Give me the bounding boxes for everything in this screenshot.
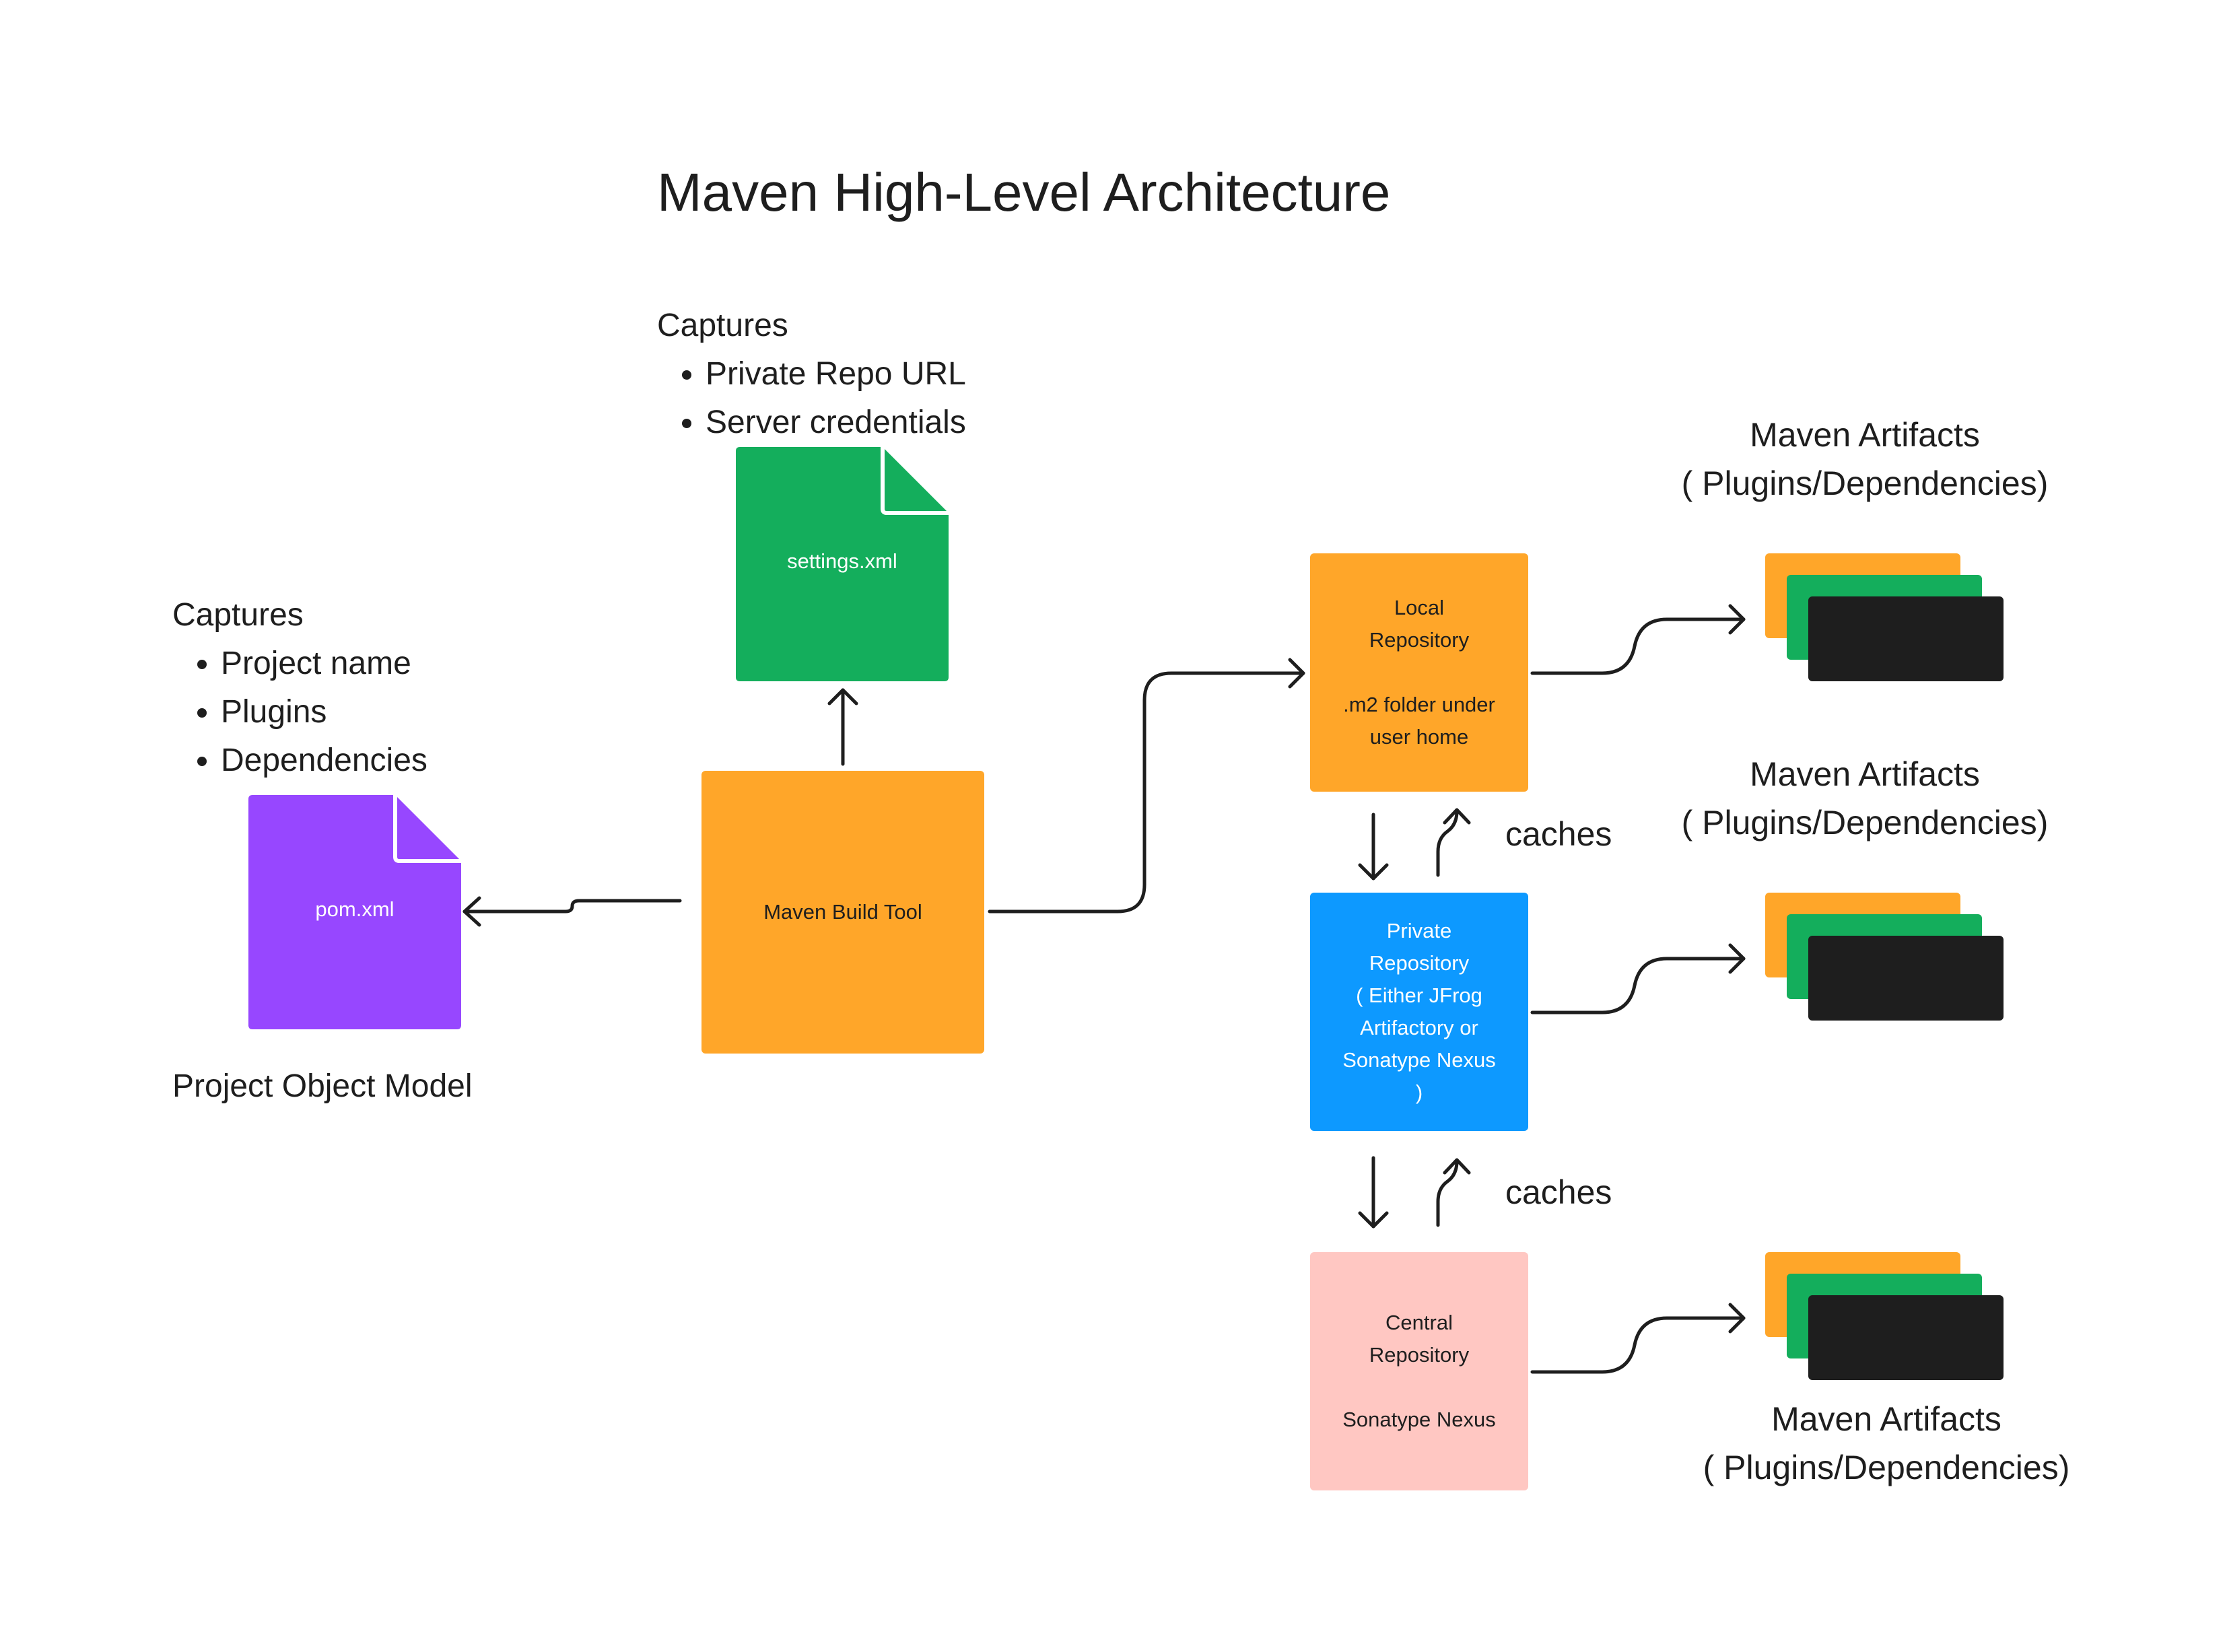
- artifacts-label-line: ( Plugins/Dependencies): [1681, 464, 2049, 502]
- settings-xml-label: settings.xml: [787, 549, 897, 573]
- caches-label: caches: [1505, 815, 1612, 853]
- arrowhead: [463, 896, 481, 927]
- central-repository-node[interactable]: Central Repository Sonatype Nexus: [1310, 1252, 1528, 1490]
- local-repository-line: .m2 folder under: [1343, 693, 1495, 716]
- arrowhead: [1443, 1158, 1471, 1175]
- document-icon: [736, 447, 949, 681]
- list-item: Server credentials: [706, 399, 966, 447]
- settings-xml-document[interactable]: settings.xml: [736, 447, 949, 681]
- artifacts-label-line: Maven Artifacts: [1750, 416, 1980, 454]
- pom-xml-label: pom.xml: [315, 897, 395, 921]
- arrowhead: [1443, 808, 1471, 825]
- connector-build-to-local: [988, 671, 1305, 914]
- connector-build-to-pom: [463, 899, 682, 914]
- settings-captures-heading: Captures: [657, 308, 788, 343]
- local-repository-node[interactable]: Local Repository .m2 folder under user h…: [1310, 553, 1528, 792]
- artifacts-label-local: Maven Artifacts ( Plugins/Dependencies): [1649, 411, 2080, 508]
- arrowhead: [1728, 943, 1746, 974]
- pom-captures-list: Project name Plugins Dependencies: [172, 640, 427, 785]
- central-repository-line: Sonatype Nexus: [1342, 1408, 1496, 1431]
- pom-captures-note: Captures Project name Plugins Dependenci…: [172, 591, 427, 785]
- arrowhead: [1288, 658, 1305, 689]
- connector-local-to-artifacts: [1530, 617, 1746, 675]
- arrowhead: [1358, 863, 1389, 881]
- central-repository-line: Central: [1385, 1311, 1453, 1334]
- artifact-card: [1808, 1295, 2004, 1380]
- document-icon: [248, 795, 461, 1029]
- artifact-stack-central: [1765, 1252, 2006, 1384]
- private-repository-line: ( Either JFrog: [1356, 984, 1482, 1007]
- arrowhead: [1358, 1211, 1389, 1229]
- central-repository-line: Repository: [1369, 1343, 1470, 1367]
- private-repository-line: Private: [1386, 919, 1452, 942]
- list-item: Project name: [221, 640, 427, 688]
- list-item: Private Repo URL: [706, 350, 966, 399]
- diagram-title: Maven High-Level Architecture: [657, 162, 1391, 222]
- settings-captures-list: Private Repo URL Server credentials: [657, 350, 966, 447]
- pom-xml-document[interactable]: pom.xml: [248, 795, 461, 1029]
- artifacts-label-central: Maven Artifacts ( Plugins/Dependencies): [1671, 1395, 2102, 1492]
- pom-caption: Project Object Model: [172, 1068, 473, 1104]
- list-item: Dependencies: [221, 736, 427, 785]
- local-repository-line: Local: [1394, 596, 1445, 619]
- local-repository-line: user home: [1369, 725, 1469, 749]
- settings-captures-note: Captures Private Repo URL Server credent…: [657, 302, 966, 447]
- artifacts-label-line: Maven Artifacts: [1750, 755, 1980, 793]
- artifact-stack-local: [1765, 553, 2006, 685]
- private-repository-line: Repository: [1369, 951, 1470, 975]
- private-repository-line: Sonatype Nexus: [1342, 1048, 1496, 1072]
- artifacts-label-line: Maven Artifacts: [1771, 1400, 2001, 1438]
- artifacts-label-line: ( Plugins/Dependencies): [1681, 804, 2049, 841]
- artifacts-label-line: ( Plugins/Dependencies): [1703, 1449, 2070, 1486]
- connector-central-to-artifacts: [1530, 1316, 1746, 1374]
- private-repository-line: ): [1415, 1080, 1423, 1104]
- artifacts-label-private: Maven Artifacts ( Plugins/Dependencies): [1649, 750, 2080, 847]
- list-item: Plugins: [221, 688, 427, 736]
- maven-build-tool-label: Maven Build Tool: [763, 900, 922, 924]
- connector-private-caches-local: [1436, 809, 1459, 877]
- artifact-card: [1808, 596, 2004, 681]
- private-repository-line: Artifactory or: [1360, 1016, 1478, 1039]
- arrowhead: [827, 688, 858, 705]
- artifact-stack-private: [1765, 893, 2006, 1025]
- artifact-card: [1808, 936, 2004, 1021]
- connector-central-caches-private: [1436, 1159, 1459, 1227]
- connector-private-to-artifacts: [1530, 957, 1746, 1014]
- private-repository-node[interactable]: Private Repository ( Either JFrog Artifa…: [1310, 893, 1528, 1131]
- arrowhead: [1728, 1303, 1746, 1334]
- arrowhead: [1728, 604, 1746, 635]
- local-repository-line: Repository: [1369, 628, 1470, 652]
- maven-build-tool-node[interactable]: Maven Build Tool: [701, 771, 984, 1054]
- caches-label: caches: [1505, 1173, 1612, 1211]
- pom-captures-heading: Captures: [172, 597, 304, 633]
